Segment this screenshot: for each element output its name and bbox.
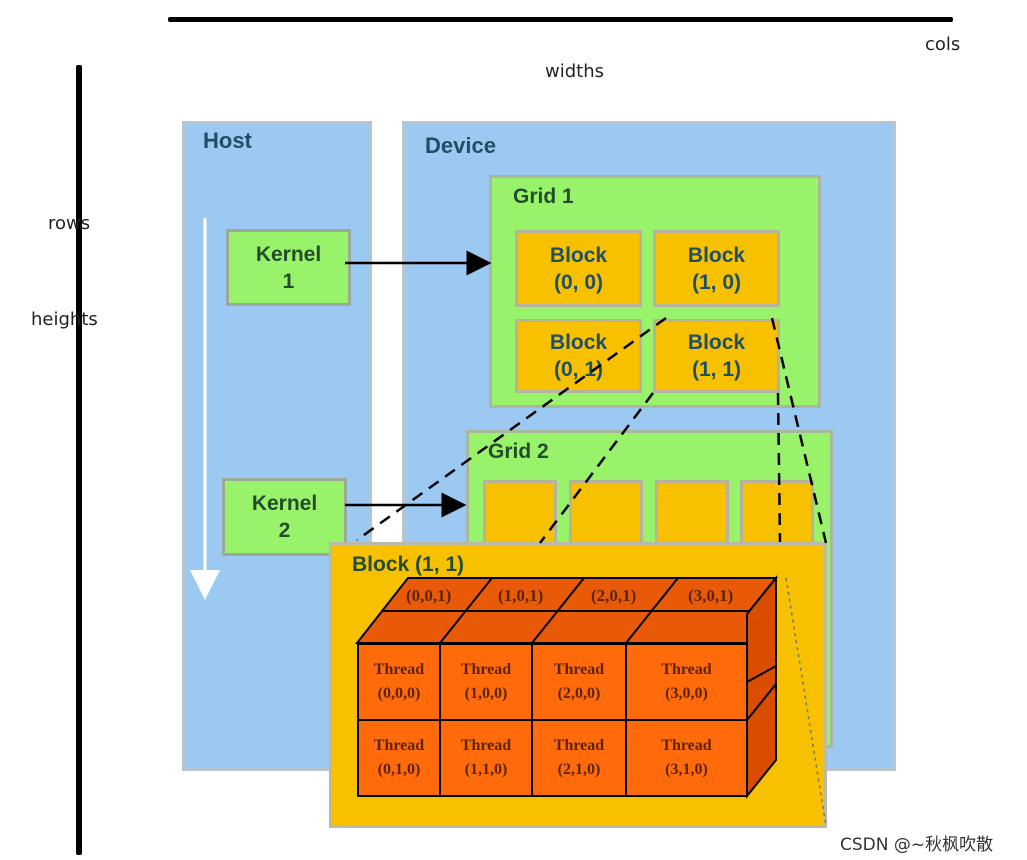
zoom-line <box>785 577 827 827</box>
grid-2-block <box>740 480 814 550</box>
watermark: CSDN @~秋枫吹散 <box>840 835 994 855</box>
kernel-2: Kernel 2 <box>222 478 347 556</box>
grid-1-title: Grid 1 <box>513 185 574 208</box>
zoom-line <box>770 317 828 544</box>
thread-1-0-0: Thread (1,0,0) <box>439 643 533 721</box>
zoom-line <box>539 392 654 544</box>
kernel-1: Kernel 1 <box>226 229 351 306</box>
heights-label: heights <box>31 309 98 330</box>
thread-top-label: (2,0,1) <box>591 586 637 605</box>
thread-2-1-0: Thread (2,1,0) <box>531 719 627 797</box>
grid-2-title: Grid 2 <box>488 440 549 463</box>
widths-label: widths <box>545 61 604 82</box>
thread-3-0-0: Thread (3,0,0) <box>625 643 748 721</box>
thread-1-1-0: Thread (1,1,0) <box>439 719 533 797</box>
host-title: Host <box>203 128 252 153</box>
thread-3-1-0: Thread (3,1,0) <box>625 719 748 797</box>
width-rule <box>168 17 953 22</box>
grid-2-block <box>655 480 729 550</box>
rows-label: rows <box>48 213 91 234</box>
zoom-line <box>776 392 782 543</box>
thread-top-label: (3,0,1) <box>688 586 734 605</box>
thread-0-1-0: Thread (0,1,0) <box>357 719 441 797</box>
grid-1-block-0-0: Block (0, 0) <box>515 230 642 307</box>
grid-1-block-1-0: Block (1, 0) <box>653 230 780 307</box>
cols-label: cols <box>925 34 961 55</box>
grid-1-block-1-1: Block (1, 1) <box>653 319 780 393</box>
thread-top-label: (0,0,1) <box>406 586 452 605</box>
device-title: Device <box>425 133 496 158</box>
thread-top-label: (1,0,1) <box>498 586 544 605</box>
block-1-1-title: Block (1, 1) <box>352 553 465 576</box>
zoom-line <box>356 316 667 542</box>
thread-2-0-0: Thread (2,0,0) <box>531 643 627 721</box>
height-rule <box>76 65 82 855</box>
